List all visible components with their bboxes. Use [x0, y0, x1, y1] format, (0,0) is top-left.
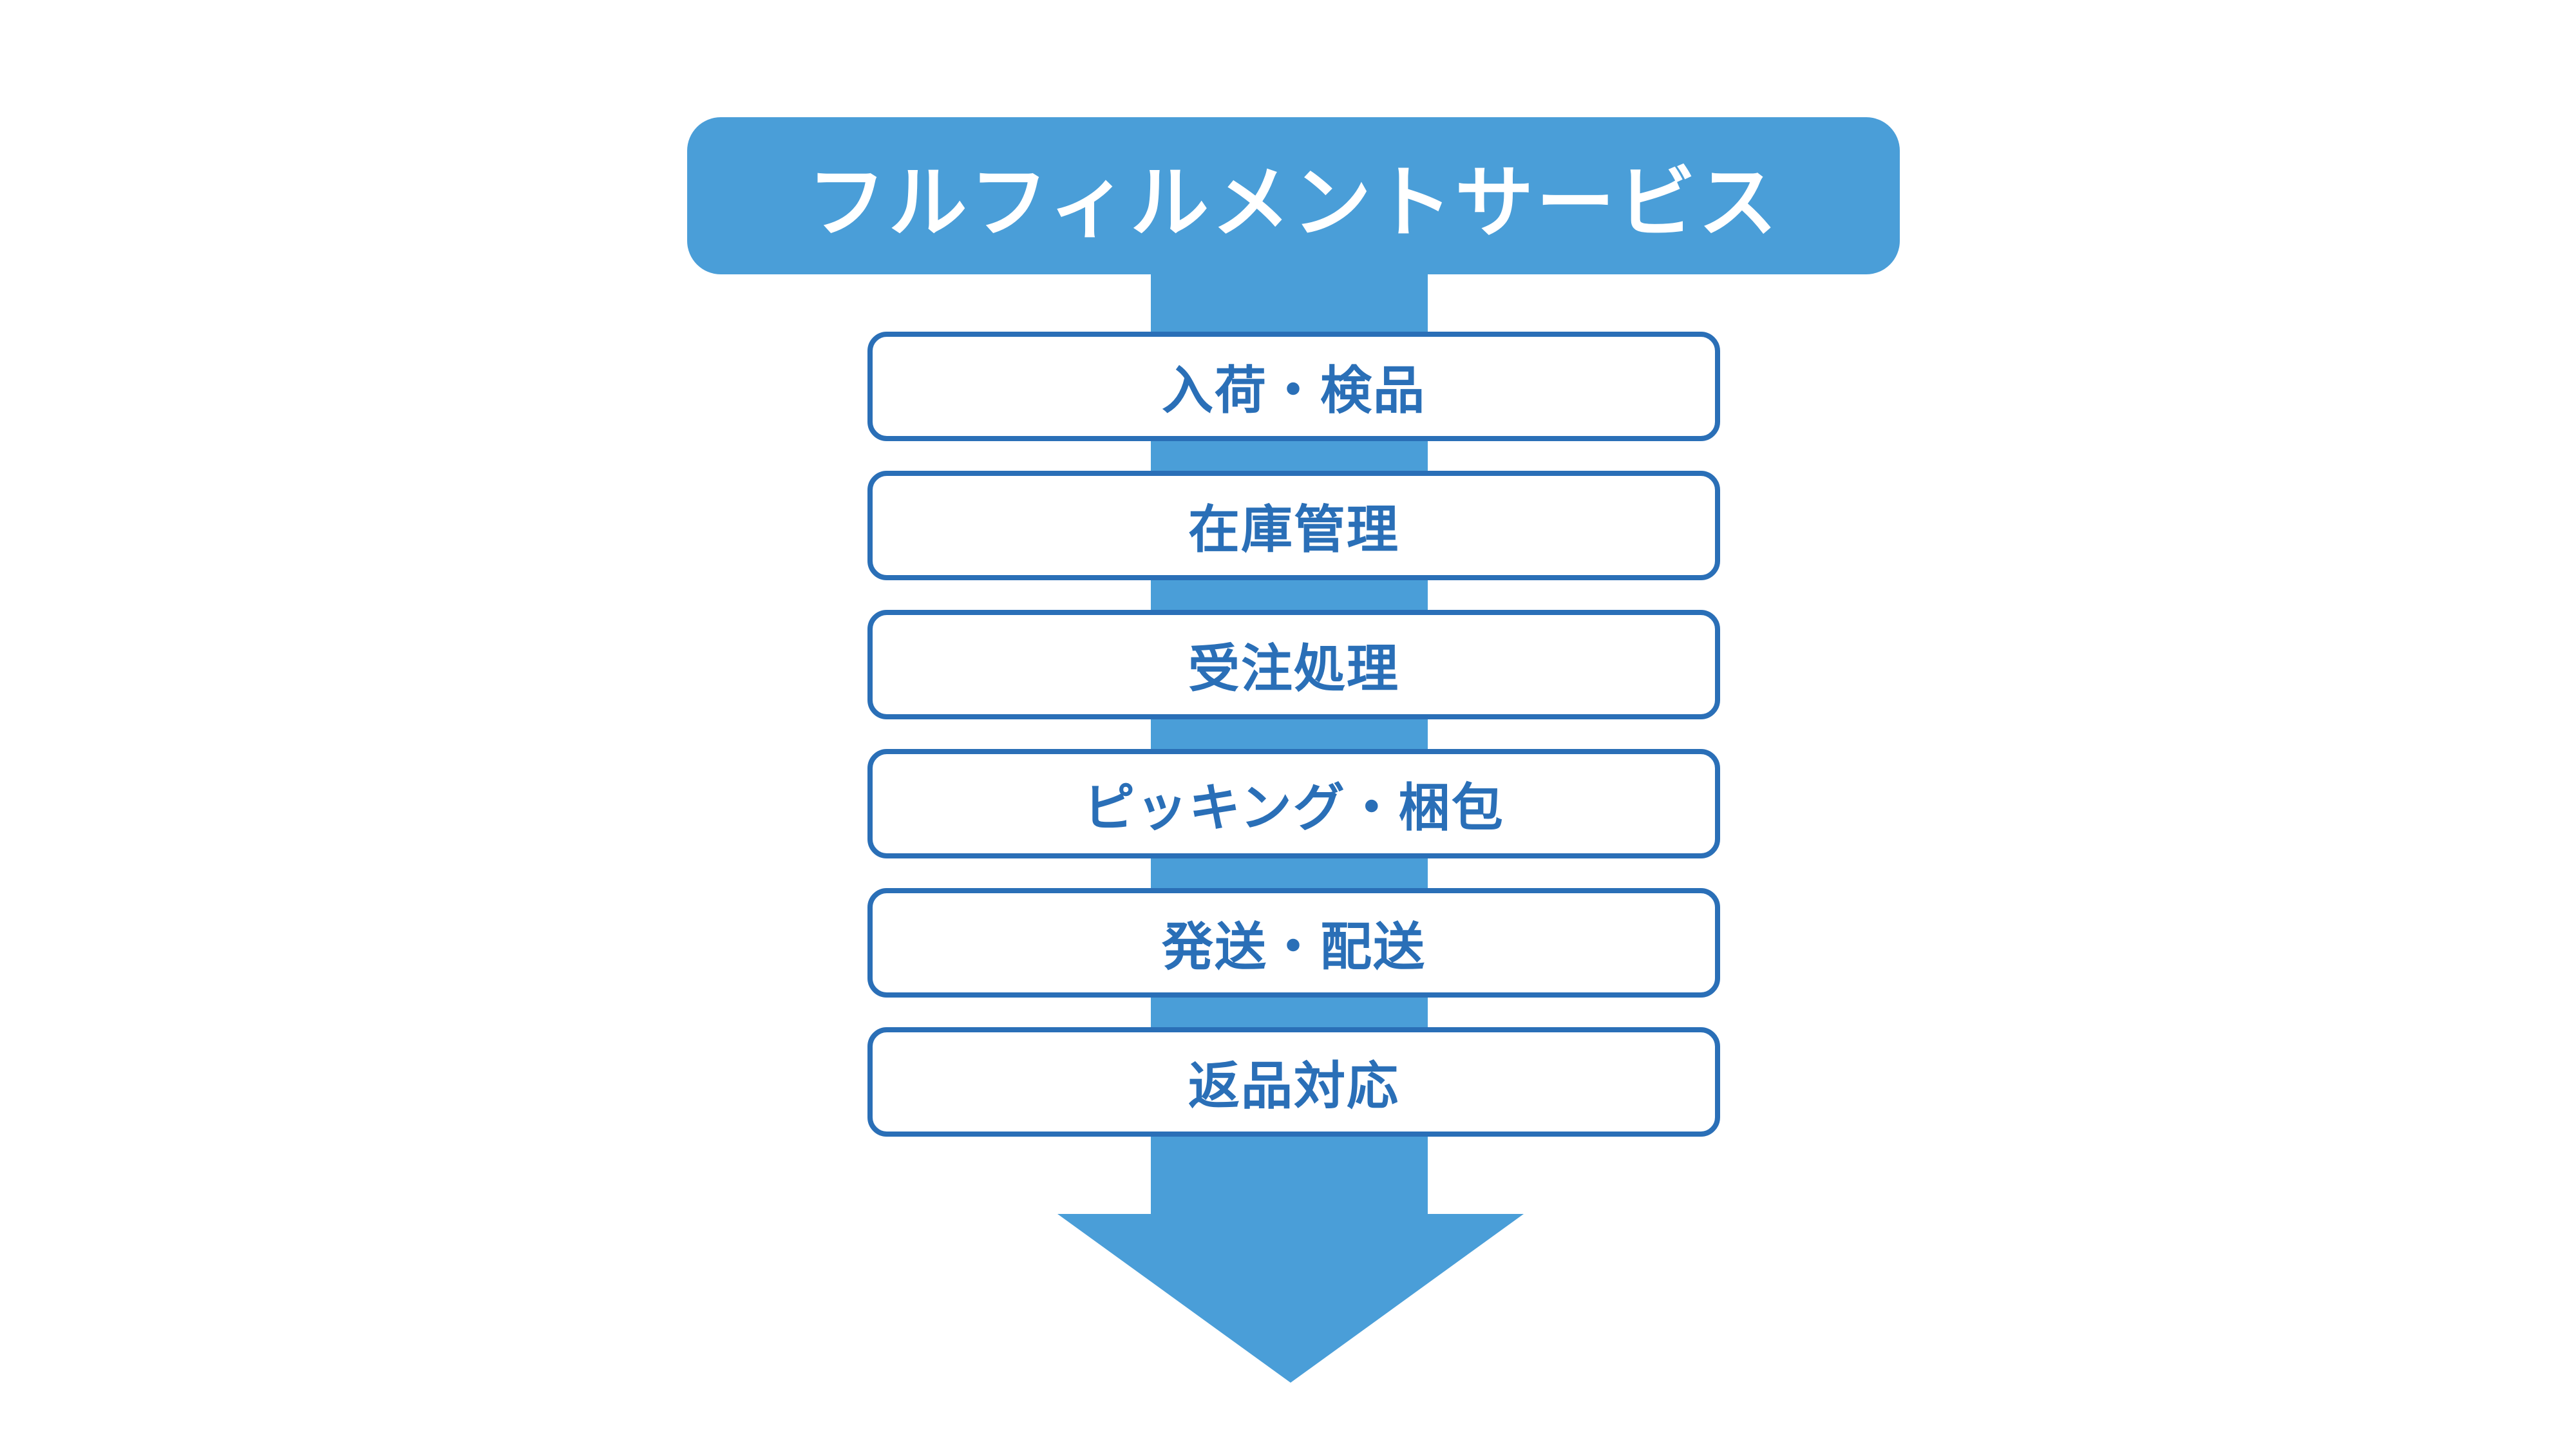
- step-box-order-processing: 受注処理: [867, 610, 1720, 719]
- step-box-shipping-delivery: 発送・配送: [867, 888, 1720, 998]
- diagram-title: フルフィルメントサービス: [807, 156, 1780, 249]
- step-label: 在庫管理: [1188, 500, 1399, 560]
- step-label: ピッキング・梱包: [1083, 778, 1504, 838]
- step-label: 発送・配送: [1162, 917, 1426, 977]
- step-box-inventory-management: 在庫管理: [867, 471, 1720, 580]
- step-box-picking-packing: ピッキング・梱包: [867, 749, 1720, 858]
- step-label: 返品対応: [1188, 1056, 1399, 1116]
- step-box-returns-handling: 返品対応: [867, 1027, 1720, 1137]
- step-label: 受注処理: [1188, 639, 1399, 699]
- step-box-receiving-inspection: 入荷・検品: [867, 332, 1720, 441]
- flow-arrow-head: [1057, 1214, 1524, 1383]
- header-banner: フルフィルメントサービス: [687, 117, 1900, 274]
- step-label: 入荷・検品: [1162, 361, 1426, 421]
